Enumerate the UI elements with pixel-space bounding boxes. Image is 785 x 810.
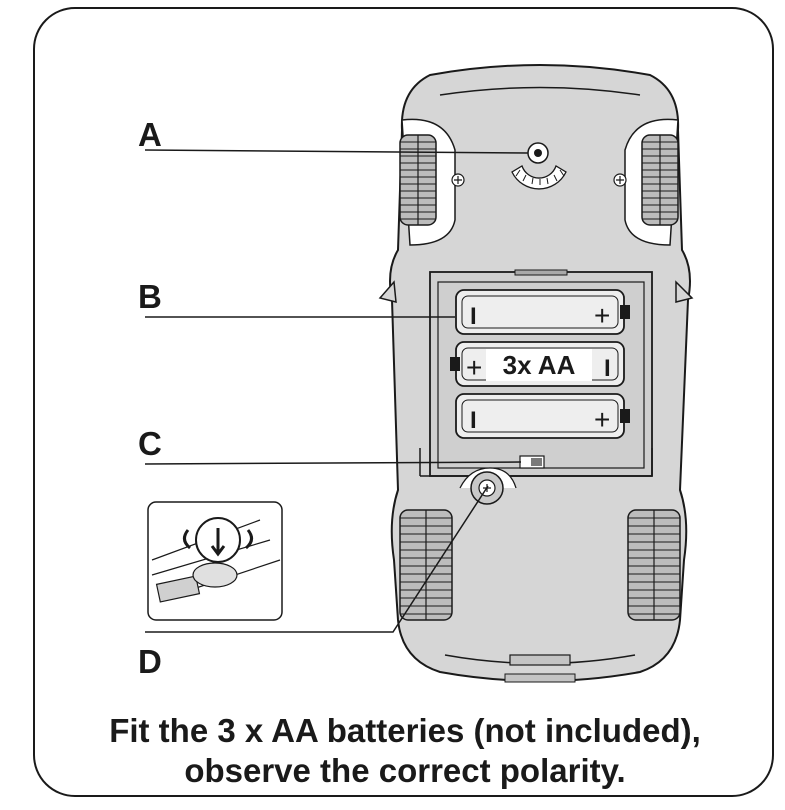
- instruction-caption: Fit the 3 x AA batteries (not included),…: [0, 711, 785, 791]
- rear-left-wheel: [399, 509, 453, 621]
- front-bumper-line: [439, 86, 641, 96]
- battery-2-plus: +: [466, 352, 482, 383]
- battery-1-minus: I: [470, 303, 477, 330]
- right-mirror: [675, 280, 694, 303]
- leader-line-d: [145, 485, 489, 633]
- callout-label-b: B: [138, 278, 162, 315]
- rear-hitch: [509, 654, 571, 666]
- screw-right-icon: [613, 173, 627, 187]
- callout-label-a: A: [138, 116, 162, 153]
- left-mirror: [378, 280, 397, 303]
- callout-label-d: D: [138, 643, 162, 680]
- diagram-frame: [33, 7, 774, 797]
- rear-skid: [504, 673, 576, 683]
- inset-screw-detail: [147, 501, 283, 621]
- screw-left-icon: [451, 173, 465, 187]
- leader-line-c: [144, 461, 522, 465]
- battery-3: [455, 393, 630, 439]
- front-right-wheel: [641, 134, 679, 226]
- callout-label-c: C: [138, 425, 162, 462]
- rear-right-wheel: [627, 509, 681, 621]
- battery-1: [455, 289, 630, 335]
- power-switch: [519, 455, 545, 469]
- battery-3-plus: +: [594, 404, 610, 435]
- front-left-wheel: [399, 134, 437, 226]
- caption-line-2: observe the correct polarity.: [184, 752, 626, 789]
- battery-3-minus: I: [470, 407, 477, 434]
- leader-line-a: [144, 149, 529, 154]
- battery-2-minus: I: [604, 355, 611, 382]
- caption-line-1: Fit the 3 x AA batteries (not included),: [109, 712, 701, 749]
- battery-1-plus: +: [594, 300, 610, 331]
- trim-dial: [511, 142, 567, 190]
- battery-count-label: 3x AA: [486, 349, 592, 381]
